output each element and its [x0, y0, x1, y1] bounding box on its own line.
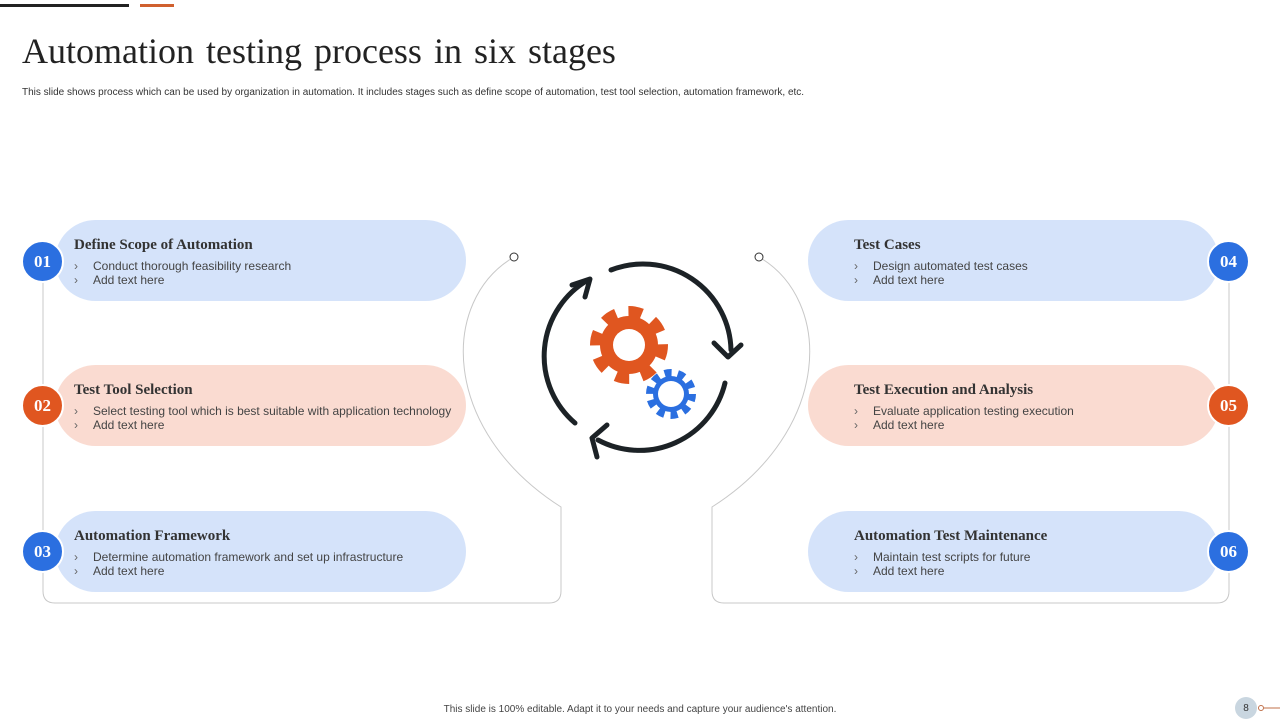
stage-bullet: Add text here: [74, 418, 451, 432]
gears-cycle-icon: [541, 261, 744, 460]
stage-title: Define Scope of Automation: [74, 237, 253, 253]
stage-card-1: Define Scope of Automation Conduct thoro…: [55, 220, 466, 301]
top-accent-bar-orange: [140, 4, 174, 7]
stage-bullet: Maintain test scripts for future: [854, 550, 1030, 564]
stage-card-4: Test Cases Design automated test casesAd…: [808, 220, 1219, 301]
stage-title: Test Tool Selection: [74, 382, 193, 398]
footer-note: This slide is 100% editable. Adapt it to…: [443, 704, 837, 715]
stage-number-badge: 05: [1207, 384, 1250, 427]
page-number: 8: [1235, 697, 1257, 719]
connector-dot-right: [754, 252, 764, 262]
stage-number-badge: 06: [1207, 530, 1250, 573]
stage-title: Test Cases: [854, 237, 921, 253]
page-title: Automation testing process in six stages: [22, 31, 616, 71]
stage-number-badge: 04: [1207, 240, 1250, 283]
stage-number-badge: 02: [21, 384, 64, 427]
stage-card-6: Automation Test Maintenance Maintain tes…: [808, 511, 1219, 592]
stage-bullet: Add text here: [74, 273, 291, 287]
stage-number-badge: 03: [21, 530, 64, 573]
top-accent-bar-dark: [0, 4, 129, 7]
stage-bullet: Select testing tool which is best suitab…: [74, 404, 451, 418]
connector-dot-left: [509, 252, 519, 262]
subtitle: This slide shows process which can be us…: [22, 87, 805, 98]
stage-card-5: Test Execution and Analysis Evaluate app…: [808, 365, 1219, 446]
stage-bullet: Evaluate application testing execution: [854, 404, 1074, 418]
stage-title: Automation Test Maintenance: [854, 528, 1048, 544]
stage-title: Automation Framework: [74, 528, 231, 544]
stage-card-2: Test Tool Selection Select testing tool …: [55, 365, 466, 446]
stage-number-badge: 01: [21, 240, 64, 283]
stage-bullet: Design automated test cases: [854, 259, 1028, 273]
stage-bullet: Add text here: [74, 564, 403, 578]
stage-bullet: Add text here: [854, 273, 1028, 287]
page-number-connector: [1258, 705, 1280, 711]
stage-title: Test Execution and Analysis: [854, 382, 1034, 398]
stage-bullet: Conduct thorough feasibility research: [74, 259, 291, 273]
stage-bullet: Add text here: [854, 564, 1030, 578]
stage-bullet: Determine automation framework and set u…: [74, 550, 403, 564]
stage-card-3: Automation Framework Determine automatio…: [55, 511, 466, 592]
stage-bullet: Add text here: [854, 418, 1074, 432]
